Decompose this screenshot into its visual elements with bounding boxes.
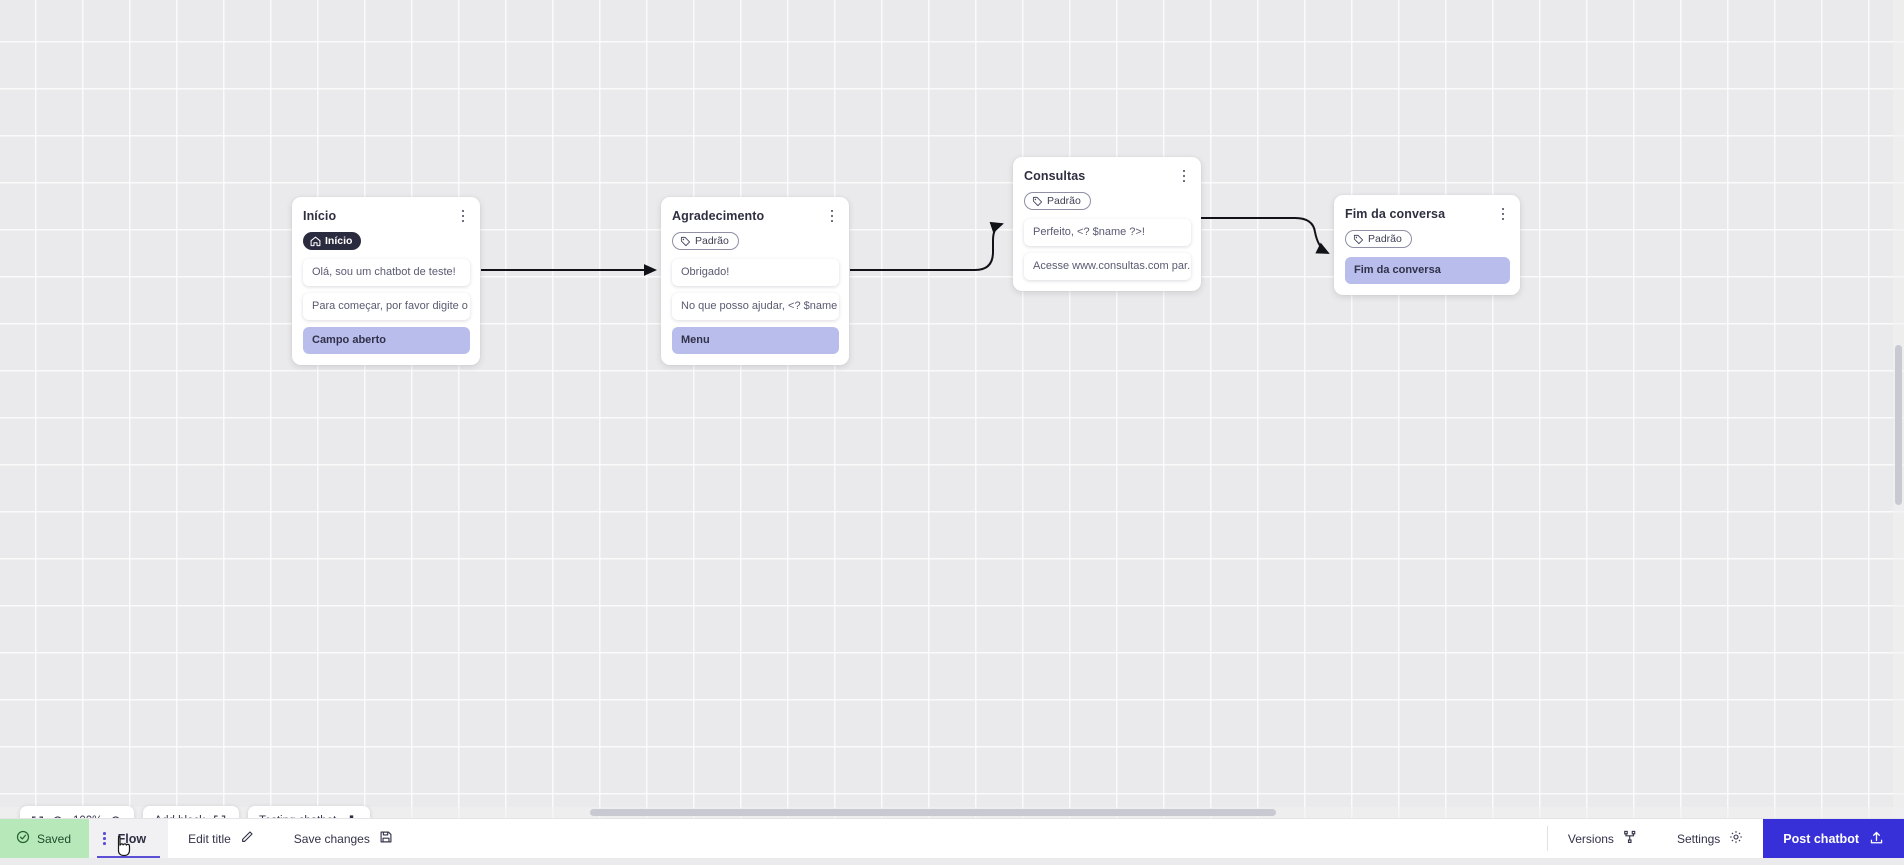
edit-title-label: Edit title — [188, 832, 231, 846]
flow-tab-label: Flow — [118, 832, 146, 846]
node-message[interactable]: Olá, sou um chatbot de teste! — [303, 259, 470, 286]
node-title: Início — [303, 208, 336, 223]
node-header: Agradecimento — [672, 208, 839, 224]
save-changes-button[interactable]: Save changes — [274, 819, 413, 858]
tag-icon — [1032, 196, 1043, 207]
node-menu-icon[interactable] — [1177, 168, 1191, 184]
flow-node-agradecimento[interactable]: Agradecimento Padrão Obrigado! No que po… — [661, 197, 849, 365]
node-header: Início — [303, 208, 470, 224]
node-message[interactable]: No que posso ajudar, <? $name ... — [672, 293, 839, 320]
node-badge-label: Padrão — [1047, 195, 1081, 207]
node-header: Fim da conversa — [1345, 206, 1510, 222]
home-icon — [310, 236, 321, 247]
node-title: Fim da conversa — [1345, 206, 1445, 221]
node-message[interactable]: Acesse www.consultas.com par... — [1024, 253, 1191, 280]
node-badge-start[interactable]: Início — [303, 232, 361, 250]
upload-icon — [1869, 830, 1884, 848]
post-chatbot-button[interactable]: Post chatbot — [1763, 819, 1904, 858]
node-menu-icon[interactable] — [1496, 206, 1510, 222]
edge-agradecimento-consultas — [850, 224, 1002, 270]
gear-icon — [1729, 830, 1743, 847]
pencil-icon — [240, 830, 254, 847]
node-title: Consultas — [1024, 168, 1085, 183]
kebab-menu-icon[interactable] — [103, 832, 106, 845]
floppy-disk-icon — [379, 830, 393, 847]
flow-node-inicio[interactable]: Início Início Olá, sou um chatbot de tes… — [292, 197, 480, 365]
vertical-scrollbar-thumb[interactable] — [1895, 345, 1902, 505]
node-message[interactable]: Para começar, por favor digite o ... — [303, 293, 470, 320]
node-message[interactable]: Obrigado! — [672, 259, 839, 286]
node-badge-label: Início — [325, 235, 352, 247]
settings-label: Settings — [1677, 832, 1720, 846]
tag-icon — [1353, 234, 1364, 245]
post-chatbot-label: Post chatbot — [1783, 832, 1859, 846]
tag-icon — [680, 236, 691, 247]
saved-status-badge: Saved — [0, 819, 89, 858]
horizontal-scrollbar-thumb[interactable] — [590, 809, 1276, 816]
node-badge-label: Padrão — [1368, 233, 1402, 245]
node-badge-default[interactable]: Padrão — [672, 232, 739, 250]
bottom-bar: Saved Flow Edit title Save changes Versi… — [0, 818, 1904, 858]
check-circle-icon — [16, 830, 30, 847]
flow-node-consultas[interactable]: Consultas Padrão Perfeito, <? $name ?>! … — [1013, 157, 1201, 291]
flow-node-fim-da-conversa[interactable]: Fim da conversa Padrão Fim da conversa — [1334, 195, 1520, 295]
bottom-bar-spacer — [413, 819, 1547, 858]
node-action[interactable]: Menu — [672, 327, 839, 354]
versions-button[interactable]: Versions — [1548, 819, 1657, 858]
node-header: Consultas — [1024, 168, 1191, 184]
node-menu-icon[interactable] — [456, 208, 470, 224]
node-menu-icon[interactable] — [825, 208, 839, 224]
connector-layer — [0, 0, 1904, 818]
node-badge-default[interactable]: Padrão — [1345, 230, 1412, 248]
versions-label: Versions — [1568, 832, 1614, 846]
node-action[interactable]: Campo aberto — [303, 327, 470, 354]
edge-consultas-fim — [1200, 218, 1328, 253]
edit-title-button[interactable]: Edit title — [168, 819, 274, 858]
node-message[interactable]: Perfeito, <? $name ?>! — [1024, 219, 1191, 246]
node-title: Agradecimento — [672, 208, 764, 223]
branch-icon — [1623, 830, 1637, 847]
flow-canvas[interactable]: Início Início Olá, sou um chatbot de tes… — [0, 0, 1904, 818]
saved-label: Saved — [37, 832, 71, 846]
vertical-scrollbar[interactable] — [1893, 0, 1904, 818]
node-action[interactable]: Fim da conversa — [1345, 257, 1510, 284]
tab-flow[interactable]: Flow — [89, 819, 168, 858]
save-changes-label: Save changes — [294, 832, 370, 846]
node-badge-label: Padrão — [695, 235, 729, 247]
node-badge-default[interactable]: Padrão — [1024, 192, 1091, 210]
settings-button[interactable]: Settings — [1657, 819, 1763, 858]
